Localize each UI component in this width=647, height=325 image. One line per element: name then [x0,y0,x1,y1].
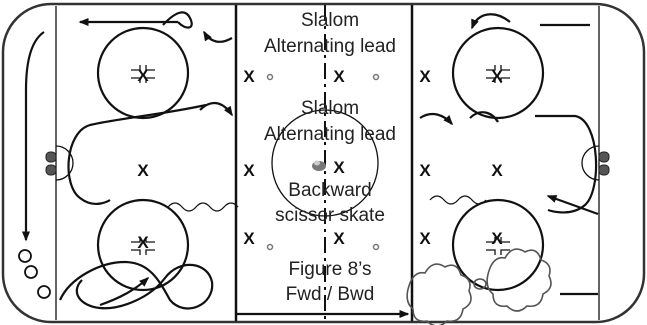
path-bottom-left-arrow [99,276,150,307]
drill-label: Figure 8’s [288,259,371,280]
marker-x: X [137,161,149,180]
faceoff-hash-icon [131,65,510,255]
marker-x: X [419,229,431,248]
marker-x: X [137,66,149,85]
faceoff-circle-top-right [451,26,545,120]
marker-x: X [491,161,503,180]
path-left-lane-down [22,31,45,242]
path-top-right-hook [419,112,453,126]
drill-label: Slalom [301,98,359,119]
puck-icon [312,160,326,171]
pylon-icon [18,249,51,299]
path-bottom-right-figure8-b [486,248,552,312]
goal-net-icon [598,151,610,176]
marker-x: X [333,158,345,177]
neutral-zone-dots [266,73,380,251]
marker-x: X [333,67,345,86]
path-top-left-curl [203,30,233,43]
marker-x: X [419,67,431,86]
path-right-lane-arrow [546,194,599,216]
path-top-right-hook-b [469,111,499,123]
drill-label: Alternating lead [264,36,396,57]
drill-label: scissor skate [275,205,385,226]
goal-crease-right [581,145,600,181]
faceoff-circle-top-left [96,26,190,120]
player-markers: X X X X X X X X X X X X X X X [137,66,503,252]
marker-x: X [243,67,255,86]
drill-label: Alternating lead [264,124,396,145]
marker-x: X [491,229,503,248]
path-right-zone-loop [535,114,598,214]
path-wavy-right [429,195,487,205]
path-bottom-right-figure8-a [406,263,472,325]
drill-label: Fwd / Bwd [286,284,375,305]
faceoff-circle-bottom-right [451,198,545,292]
path-bottom-left-figure8 [58,260,214,310]
marker-x: X [137,233,149,252]
marker-x: X [419,161,431,180]
path-top-left-hook [162,11,193,29]
center-circle [271,109,379,217]
figure8-center-marker [473,278,487,290]
path-wavy-left [167,202,239,212]
marker-x: X [243,161,255,180]
marker-x: X [491,67,503,86]
path-left-zone-loop [67,103,207,206]
drill-label: Backward [288,180,371,201]
drill-label: Slalom [301,10,359,31]
faceoff-circle-bottom-left [96,198,190,292]
path-top-right-curl [470,13,511,30]
marker-x: X [243,229,255,248]
marker-x: X [333,229,345,248]
goal-crease-left [55,145,74,181]
goal-net-icon [45,151,57,176]
path-left-zone-curl [199,102,233,117]
